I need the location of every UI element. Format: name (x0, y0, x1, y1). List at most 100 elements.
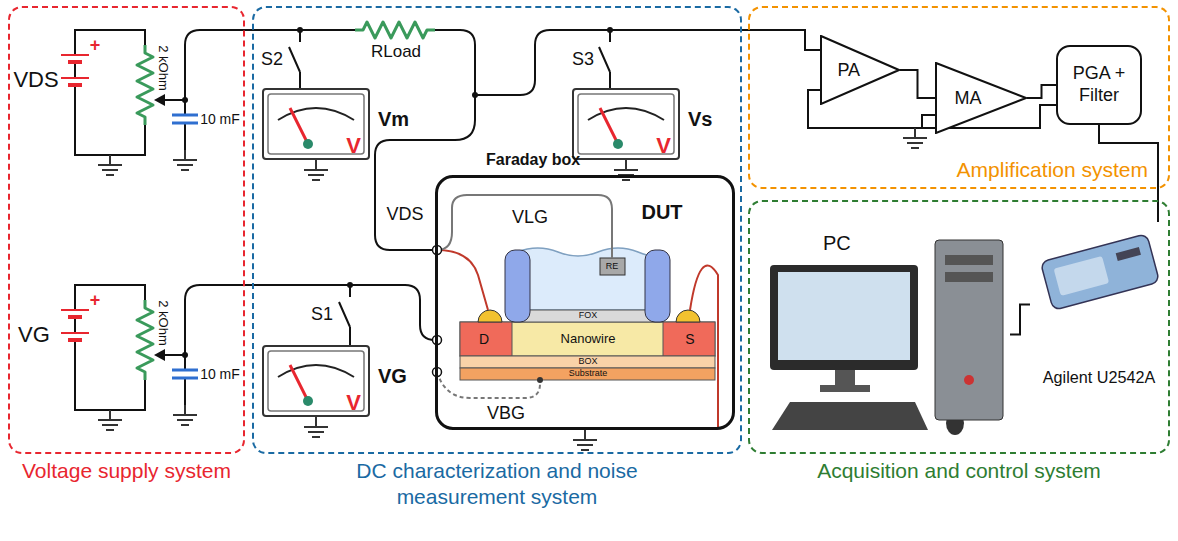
label: S2 (261, 50, 283, 70)
wire (240, 285, 435, 340)
label: VBG (487, 404, 525, 424)
junction-dot (347, 282, 353, 288)
daq-device: Agilent U2542A (1030, 222, 1168, 387)
junction-dot (297, 27, 303, 33)
label: RLoad (371, 43, 421, 62)
device-cross-section (505, 250, 530, 322)
label: 10 mF (200, 367, 240, 382)
device-cross-section (460, 368, 715, 380)
label: D (479, 332, 489, 347)
amplifier-label: PA (820, 60, 878, 81)
device-wire (437, 195, 612, 258)
computer-illustration (778, 272, 910, 360)
group-title: Acquisition and control system (749, 458, 1169, 484)
connector-wire (900, 70, 935, 98)
box-title: Faraday box (486, 151, 580, 169)
voltage-supply (61, 30, 240, 175)
wire (339, 285, 350, 345)
computer: PC (765, 232, 1010, 437)
computer-illustration (770, 240, 1003, 435)
wire (599, 30, 610, 88)
computer-illustration (945, 272, 993, 282)
label: S3 (572, 50, 594, 70)
schematic-drawing (304, 417, 328, 437)
label: VDS (13, 68, 58, 92)
label: Nanowire (561, 332, 616, 346)
junction-dot (607, 27, 613, 33)
voltmeter: VVs (572, 88, 680, 160)
faraday-box: Faraday box (435, 175, 735, 430)
group-region: Acquisition and control systemPCAgilent … (748, 200, 1170, 454)
label: + (90, 36, 101, 56)
connector-wire (1010, 305, 1030, 335)
computer-illustration (772, 402, 928, 430)
unit-label: V (346, 135, 361, 157)
group-title: DC characterization and noise measuremen… (312, 458, 682, 511)
amplifier-triangle (936, 63, 1026, 133)
schematic-drawing (304, 160, 328, 180)
device-label: Agilent U2542A (1030, 368, 1168, 387)
amplifier-triangle (821, 36, 899, 104)
computer-illustration (964, 375, 974, 385)
contact-dot (537, 377, 543, 383)
device-cross-section (645, 250, 670, 322)
device-cross-section (512, 310, 663, 322)
daq-device-illustration (1040, 234, 1159, 311)
device-cross-section (600, 258, 625, 275)
daq-device-illustration (1054, 256, 1110, 296)
voltmeter: VVm (262, 88, 370, 160)
label: S1 (311, 305, 333, 325)
label: VG (18, 323, 50, 347)
group-title: Voltage supply system (22, 458, 232, 484)
label: 10 mF (200, 112, 240, 127)
device-wire (437, 195, 718, 427)
daq-device-illustration (1116, 247, 1141, 261)
box-label: PGA + Filter (1062, 63, 1136, 106)
group-region: Amplification system PA MA PGA + Filter (748, 6, 1170, 189)
device-cross-section (517, 248, 658, 310)
label: 2 kOhm (156, 300, 170, 346)
amplifier: PA (820, 35, 900, 105)
device-cross-section (460, 248, 715, 380)
label: RE (606, 262, 619, 272)
device-cross-section (676, 310, 700, 322)
computer-illustration (770, 265, 918, 370)
meter-label: VG (378, 365, 407, 388)
device-cross-section (478, 310, 502, 322)
device-cross-section (460, 322, 512, 356)
schematic-drawing (903, 128, 927, 148)
device-wire (437, 250, 488, 310)
junction-dot (297, 27, 613, 288)
voltmeter: VVG (262, 345, 370, 417)
label: VLG (512, 208, 548, 228)
unit-label: V (346, 392, 361, 414)
label: S (685, 332, 694, 347)
meter-label: Vm (378, 108, 409, 131)
amplifier-label: MA (935, 88, 1001, 109)
label: 2 kOhm (156, 45, 170, 91)
unit-label: V (656, 135, 671, 157)
label: FOX (579, 311, 598, 321)
group-region: DC characterization and noise measuremen… (252, 6, 742, 454)
wire (240, 30, 475, 250)
computer-illustration (935, 240, 1003, 420)
label: BOX (578, 357, 597, 367)
device-cross-section (663, 322, 715, 356)
label: + (90, 291, 101, 311)
schematic-drawing (573, 430, 597, 450)
amplifier: MA (935, 62, 1027, 134)
computer-illustration (945, 255, 993, 265)
device-cross-section (460, 322, 715, 356)
load-resistor (355, 22, 435, 38)
voltage-supply (61, 285, 240, 430)
junction-dot (472, 92, 478, 98)
device-cross-section (460, 356, 715, 368)
meter-label: Vs (688, 108, 712, 131)
daq-device-illustration (1040, 234, 1159, 311)
computer-illustration (820, 370, 870, 392)
label: Substrate (569, 369, 608, 379)
label: VDS (386, 205, 423, 225)
wire (475, 30, 820, 95)
group-title: Amplification system (957, 158, 1148, 182)
